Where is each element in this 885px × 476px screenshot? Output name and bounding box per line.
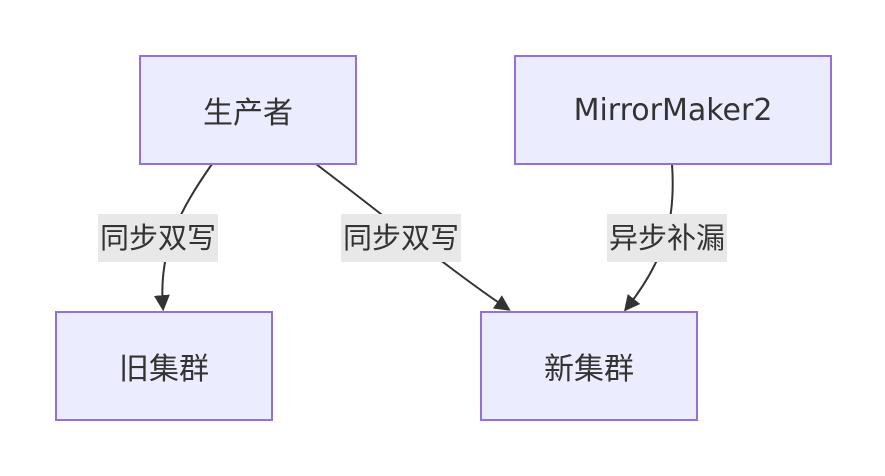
- node-new-cluster-label: 新集群: [544, 352, 634, 387]
- node-new-cluster: 新集群: [480, 311, 698, 421]
- node-old-cluster: 旧集群: [55, 311, 273, 421]
- edge-label-producer-to-new: 同步双写: [341, 214, 462, 262]
- node-mirrormaker-label: MirrorMaker2: [573, 92, 773, 128]
- node-old-cluster-label: 旧集群: [119, 352, 209, 387]
- node-producer: 生产者: [139, 55, 357, 165]
- edge-label-producer-to-old: 同步双写: [98, 214, 219, 262]
- node-mirrormaker: MirrorMaker2: [514, 55, 832, 165]
- edge-label-mirrormaker-to-new: 异步补漏: [607, 214, 728, 262]
- node-producer-label: 生产者: [203, 96, 293, 131]
